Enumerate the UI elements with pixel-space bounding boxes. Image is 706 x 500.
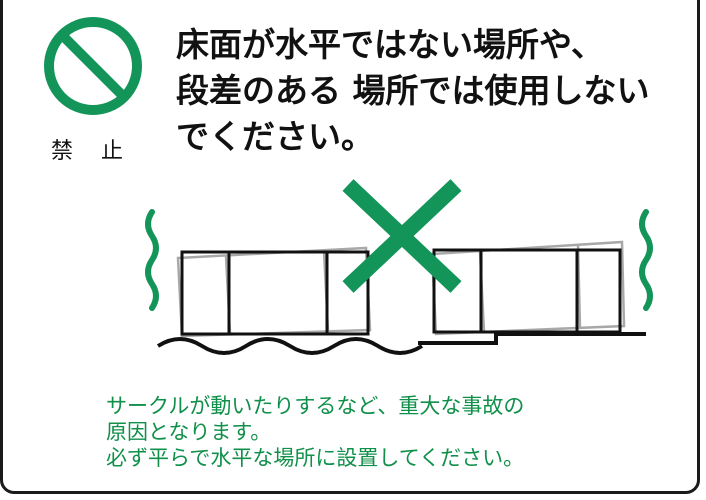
prohibition-label: 禁止 bbox=[50, 139, 151, 164]
note-line-3: 必ず平らで水平な場所に設置してください。 bbox=[106, 446, 525, 470]
prohibition-sign: 禁止 bbox=[34, 13, 154, 164]
left-shake-mark-icon bbox=[145, 209, 159, 311]
right-shake-mark-icon bbox=[639, 209, 653, 311]
cross-icon bbox=[342, 179, 462, 293]
left-pen bbox=[180, 250, 370, 336]
headline-line-1: 床面が水平ではない場所や、 bbox=[176, 25, 605, 64]
warning-headline: 床面が水平ではない場所や、 段差のある 場所では使用しない でください。 bbox=[176, 22, 696, 160]
headline-line-2: 段差のある 場所では使用しない bbox=[176, 71, 650, 110]
note-line-2: 原因となります。 bbox=[106, 420, 272, 444]
right-pen-tilted-outline bbox=[430, 240, 626, 336]
warning-notes: サークルが動いたりするなど、重大な事故の 原因となります。 必ず平らで水平な場所… bbox=[106, 393, 666, 471]
uneven-floor bbox=[156, 337, 424, 355]
headline-line-3: でください。 bbox=[176, 117, 374, 156]
stepped-floor bbox=[418, 332, 646, 345]
note-line-1: サークルが動いたりするなど、重大な事故の bbox=[106, 394, 525, 418]
right-pen bbox=[432, 248, 622, 334]
left-pen-tilted-outline bbox=[176, 246, 372, 338]
warning-card bbox=[0, 0, 700, 494]
no-entry-icon bbox=[44, 17, 142, 115]
